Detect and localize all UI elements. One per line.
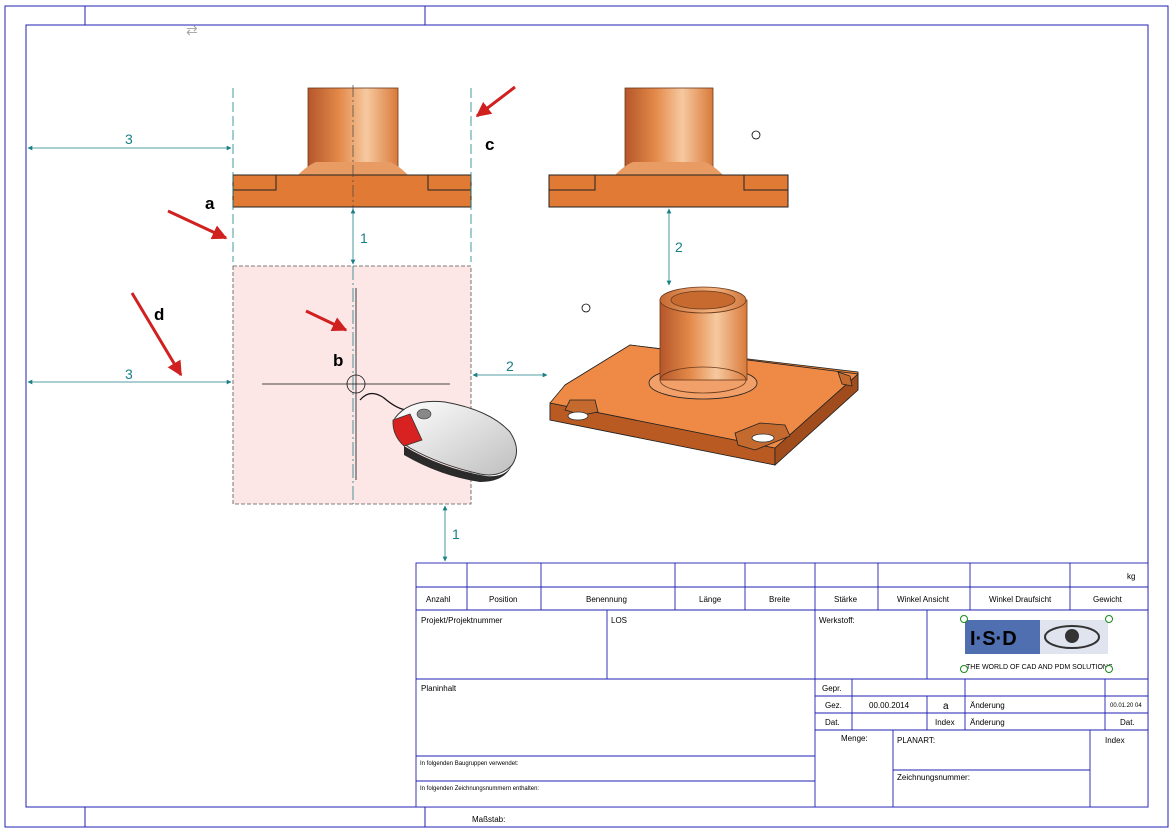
side-view[interactable]	[548, 87, 789, 208]
column-header: Winkel Ansicht	[897, 595, 950, 604]
index-label: Index	[935, 718, 955, 727]
column-header: Gewicht	[1093, 595, 1123, 604]
gepr-label: Gepr.	[822, 684, 842, 693]
swap-icon[interactable]: ⇄	[186, 22, 198, 38]
column-header: Benennung	[586, 595, 627, 604]
title-block: kg Anzahl Position Benennung Länge Breit…	[415, 562, 1149, 824]
column-header: Position	[489, 595, 517, 604]
dimension-label: 3	[125, 366, 133, 382]
gez-label: Gez.	[825, 701, 842, 710]
isometric-view[interactable]	[549, 286, 859, 466]
aenderung-label: Änderung	[970, 718, 1005, 727]
column-header: Stärke	[834, 595, 858, 604]
projekt-label: Projekt/Projektnummer	[421, 616, 503, 625]
column-header: Winkel Draufsicht	[989, 595, 1052, 604]
revision-letter: a	[943, 701, 949, 712]
callout-label-b: b	[333, 351, 343, 370]
revision-date: 00.01.20 04	[1110, 703, 1142, 709]
dat-label: Dat.	[1120, 718, 1135, 727]
unit-label: kg	[1127, 572, 1135, 581]
dimension-label: 3	[125, 131, 133, 147]
construction-lines	[232, 88, 472, 262]
callout-arrows	[130, 85, 516, 377]
mouse-icon	[359, 392, 517, 482]
column-header: Anzahl	[426, 595, 451, 604]
massstab-label: Maßstab:	[472, 815, 505, 824]
crosshair-cursor-icon	[346, 374, 366, 394]
zeichnungsnummern-label: In folgenden Zeichnungsnummern enthalten…	[420, 786, 539, 792]
dat-label: Dat.	[825, 718, 840, 727]
svg-text:I·S·D: I·S·D	[970, 628, 1017, 650]
baugruppen-label: In folgenden Baugruppen verwendet:	[420, 761, 519, 767]
dimension-label: 2	[675, 239, 683, 255]
front-view[interactable]	[232, 85, 472, 210]
planart-label: PLANART:	[897, 736, 935, 745]
column-header: Breite	[769, 595, 790, 604]
dimension-lines	[27, 145, 672, 562]
menge-label: Menge:	[841, 734, 868, 743]
gez-date: 00.00.2014	[869, 701, 910, 710]
index-label: Index	[1105, 736, 1125, 745]
dimension-label: 1	[360, 230, 368, 246]
werkstoff-label: Werkstoff:	[819, 616, 855, 625]
hint-circle-icon	[751, 130, 761, 140]
column-header: Länge	[699, 595, 722, 604]
callout-label-a: a	[205, 194, 215, 213]
callout-label-c: c	[485, 135, 494, 154]
callout-label-d: d	[154, 305, 164, 324]
dimension-label: 2	[506, 358, 514, 374]
hint-circle-icon	[581, 303, 591, 313]
planinhalt-label: Planinhalt	[421, 684, 457, 693]
aenderung-label: Änderung	[970, 701, 1005, 710]
los-label: LOS	[611, 616, 627, 625]
svg-text:THE WORLD OF CAD AND PDM SOLUT: THE WORLD OF CAD AND PDM SOLUTIONS	[966, 664, 1113, 671]
isd-logo: I·S·D THE WORLD OF CAD AND PDM SOLUTIONS	[960, 615, 1113, 673]
dimension-label: 1	[452, 526, 460, 542]
zeichnungsnummer-label: Zeichnungsnummer:	[897, 773, 970, 782]
